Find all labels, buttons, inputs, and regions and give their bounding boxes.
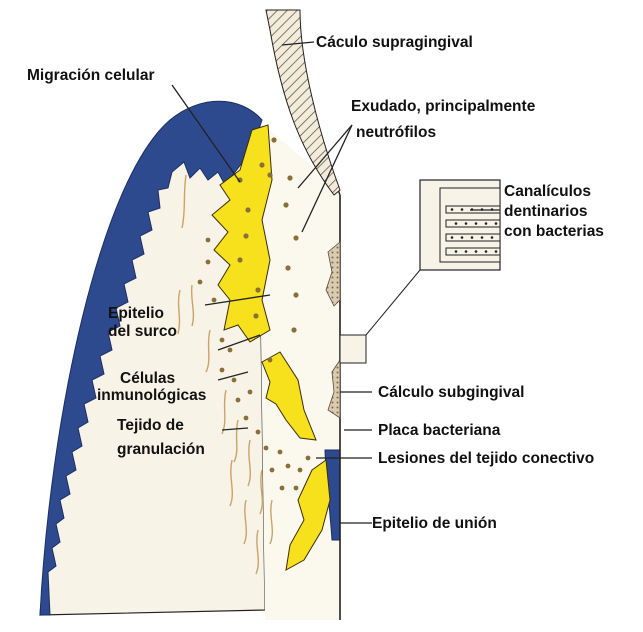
label-migracion-celular: Migración celular: [27, 67, 154, 84]
label-exudado-line2: neutrófilos: [356, 124, 436, 141]
label-calculo-subgingival: Cálculo subgingival: [378, 384, 524, 401]
label-placa-bacteriana: Placa bacteriana: [378, 422, 501, 439]
label-epitelio-surco-line2: del surco: [108, 323, 177, 340]
label-celulas-line1: Células: [120, 370, 175, 387]
label-canaliculos-line2: dentinarios: [504, 203, 588, 220]
label-canaliculos-line3: con bacterias: [504, 223, 604, 240]
label-epitelio-union: Epitelio de unión: [372, 515, 497, 532]
label-canaliculos-line1: Canalículos: [504, 183, 591, 200]
label-calculo-supragingival: Cáculo supragingival: [316, 34, 473, 51]
label-exudado-line1: Exudado, principalmente: [351, 98, 536, 115]
label-tejido-line2: granulación: [117, 441, 205, 458]
label-epitelio-surco-line1: Epitelio: [108, 305, 164, 322]
dentinal-tubules-inset: [340, 180, 500, 363]
label-tejido-line1: Tejido de: [117, 417, 184, 434]
label-celulas-line2: inmunológicas: [97, 387, 206, 404]
label-lesiones: Lesiones del tejido conectivo: [378, 450, 594, 467]
